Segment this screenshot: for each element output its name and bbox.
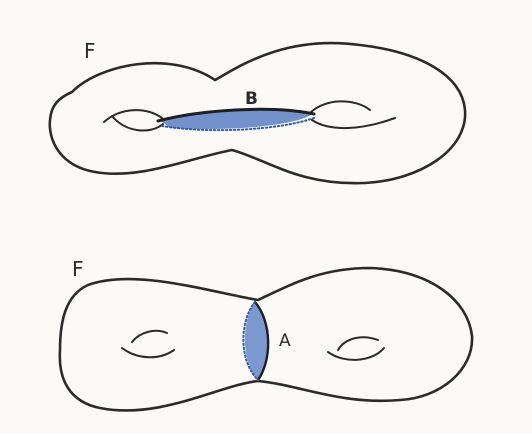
top-right-hole-lower — [312, 118, 395, 128]
top-left-hole-lower — [112, 116, 163, 131]
bottom-figure: F A — [60, 257, 472, 410]
bottom-left-hole-lower — [122, 348, 174, 357]
curve-b-label: B — [245, 89, 258, 109]
bottom-surface-label: F — [72, 257, 84, 281]
bottom-right-hole-upper — [338, 337, 378, 350]
top-surface-label: F — [84, 39, 96, 63]
top-figure: F B — [50, 39, 465, 183]
bottom-left-hole-upper — [132, 331, 167, 342]
curve-a-label: A — [279, 331, 291, 351]
bottom-right-hole-lower — [328, 348, 384, 360]
top-right-hole-upper — [310, 101, 370, 113]
curve-b-band — [160, 110, 312, 129]
